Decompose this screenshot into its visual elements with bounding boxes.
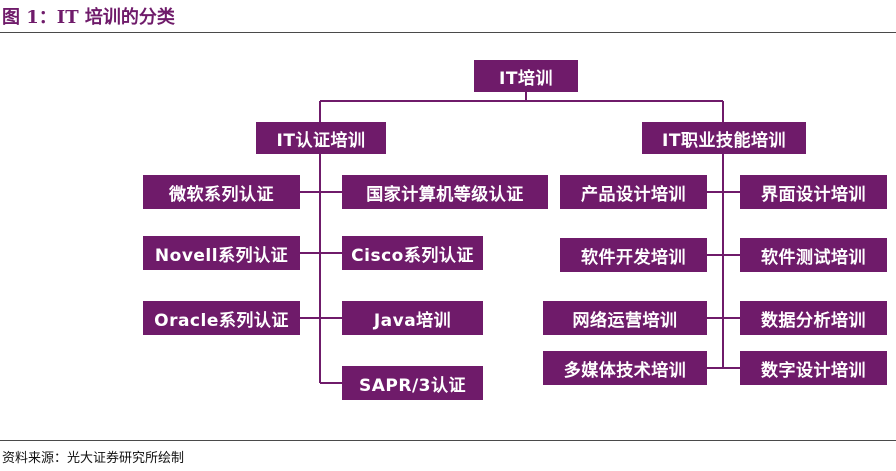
node-ui-design: 界面设计培训	[740, 175, 887, 209]
node-oracle-cert: Oracle系列认证	[143, 301, 300, 335]
figure-title: 图 1：IT 培训的分类	[2, 7, 175, 28]
node-microsoft-cert: 微软系列认证	[143, 175, 300, 209]
node-it-certification: IT认证培训	[256, 122, 386, 154]
node-sapr3-cert: SAPR/3认证	[342, 366, 483, 400]
node-national-computer-cert: 国家计算机等级认证	[342, 175, 548, 209]
source-note: 资料来源：光大证券研究所绘制	[2, 451, 185, 466]
bottom-divider	[0, 440, 896, 441]
node-java-training: Java培训	[342, 301, 483, 335]
node-root: IT培训	[474, 60, 578, 92]
node-data-analysis: 数据分析培训	[740, 301, 887, 335]
node-cisco-cert: Cisco系列认证	[342, 236, 483, 270]
node-multimedia-tech: 多媒体技术培训	[543, 351, 707, 385]
node-software-dev: 软件开发培训	[560, 238, 707, 272]
node-product-design: 产品设计培训	[560, 175, 707, 209]
node-it-vocational: IT职业技能培训	[642, 122, 806, 154]
top-divider	[0, 32, 896, 33]
node-digital-design: 数字设计培训	[740, 351, 887, 385]
node-network-ops: 网络运营培训	[543, 301, 707, 335]
node-novell-cert: Novell系列认证	[143, 236, 300, 270]
node-software-testing: 软件测试培训	[740, 238, 887, 272]
